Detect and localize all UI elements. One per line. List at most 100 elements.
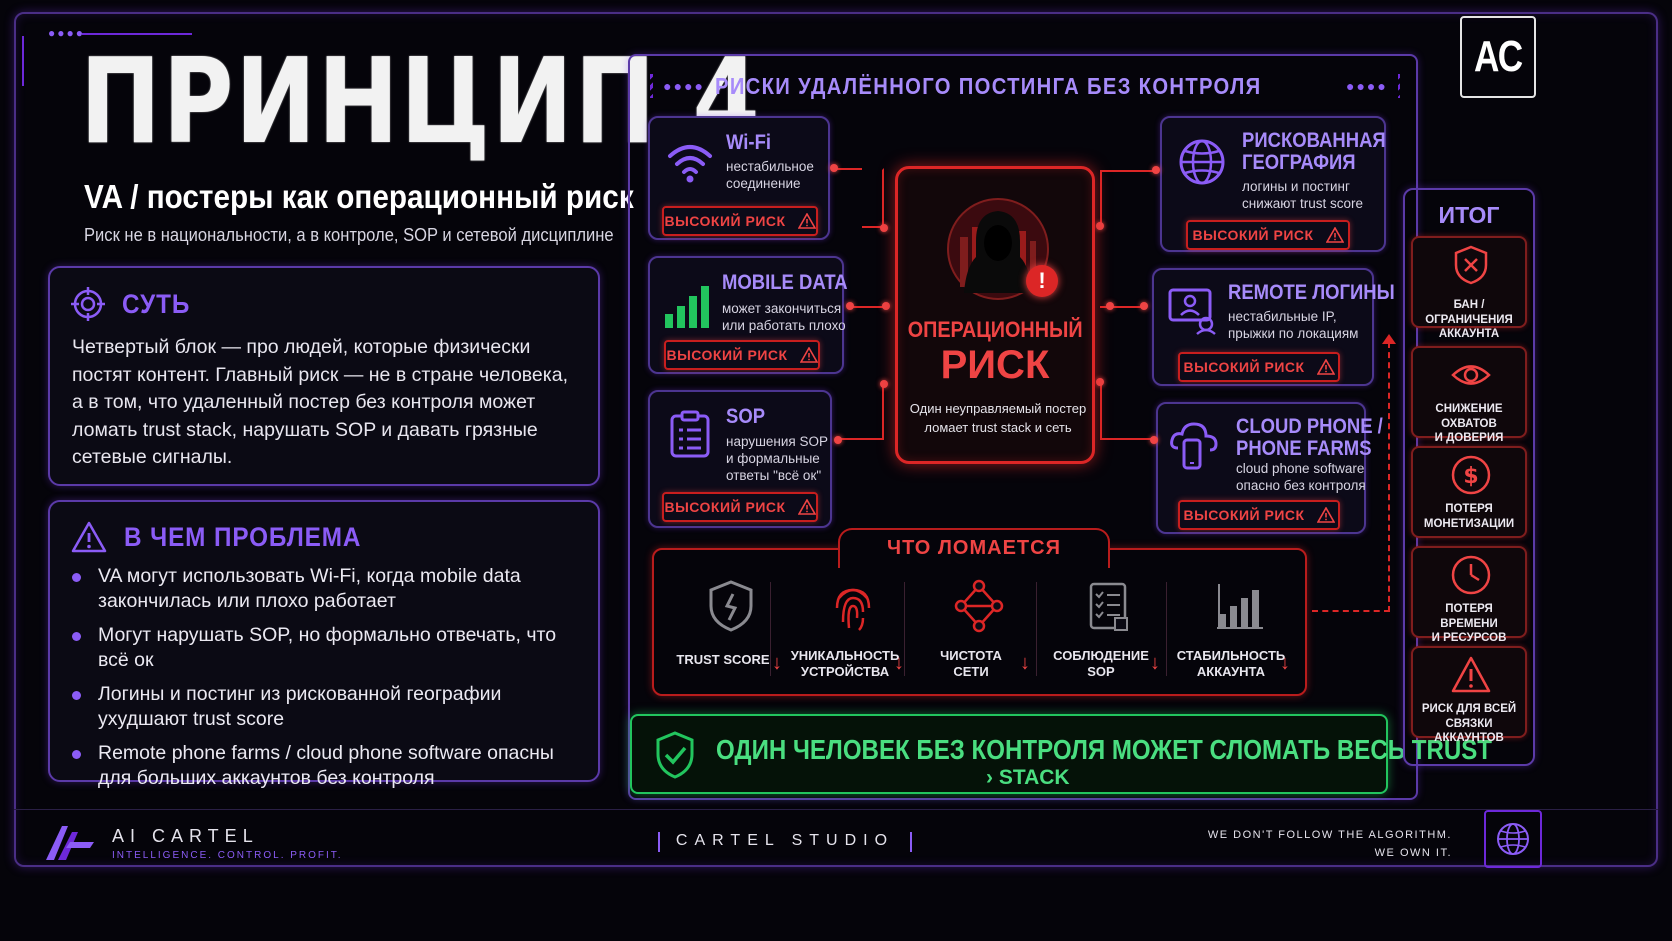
what-breaks-title: ЧТО ЛОМАЕТСЯ bbox=[887, 537, 1061, 559]
result-title: ИТОГ bbox=[1438, 202, 1500, 228]
problem-list: VA могут использовать Wi-Fi, когда mobil… bbox=[72, 564, 588, 800]
connector-dot bbox=[1152, 166, 1160, 174]
down-arrow-icon: ↓ bbox=[772, 652, 782, 674]
bar-chart-icon bbox=[1217, 584, 1263, 629]
warning-icon bbox=[1316, 359, 1335, 375]
arrow-up-icon bbox=[1382, 334, 1396, 344]
ai-cartel-logo-icon bbox=[46, 826, 94, 860]
essence-card: СУТЬ Четвертый блок — про людей, которые… bbox=[48, 266, 600, 486]
footer-accent bbox=[910, 832, 912, 852]
connector bbox=[836, 384, 884, 440]
connector-dot bbox=[830, 164, 838, 172]
connector-dot bbox=[1150, 436, 1158, 444]
down-arrow-icon: ↓ bbox=[1280, 652, 1290, 674]
hooded-figure-icon bbox=[947, 198, 1049, 300]
diagram-header: ●●●● РИСКИ УДАЛЁННОГО ПОСТИНГА БЕЗ КОНТР… bbox=[650, 70, 1400, 102]
page-subtitle: VA / постеры как операционный риск bbox=[84, 178, 634, 215]
checklist-icon bbox=[1089, 582, 1128, 631]
warning-icon bbox=[799, 347, 818, 363]
connector bbox=[1100, 382, 1156, 440]
connector-dot bbox=[1140, 302, 1148, 310]
footer-divider bbox=[14, 809, 1658, 810]
signal-bars-icon bbox=[665, 286, 709, 328]
connector bbox=[848, 306, 888, 308]
risk-badge: ВЫСОКИЙ РИСК bbox=[664, 340, 820, 370]
brand-logo: AC bbox=[1460, 16, 1536, 98]
shield-crack-icon bbox=[709, 580, 753, 632]
cloud-phone-icon bbox=[1170, 422, 1218, 470]
list-item: Могут нарушать SOP, но формально отвечат… bbox=[72, 623, 588, 672]
logo-text: AC bbox=[1474, 32, 1523, 81]
broken-label: TRUST SCORE bbox=[676, 652, 770, 667]
header-stripes bbox=[1397, 74, 1400, 98]
page-title: ПРИНЦИП 4 bbox=[80, 32, 762, 170]
diagram-title: РИСКИ УДАЛЁННОГО ПОСТИНГА БЕЗ КОНТРОЛЯ bbox=[714, 72, 1262, 99]
target-icon bbox=[71, 287, 105, 321]
risk-badge: ВЫСОКИЙ РИСК bbox=[662, 206, 818, 236]
dollar-icon: $ bbox=[1451, 455, 1491, 495]
list-item: VA могут использовать Wi-Fi, когда mobil… bbox=[72, 564, 588, 613]
operational-risk-card: ! ОПЕРАЦИОННЫЙ РИСК Один неуправляемый п… bbox=[895, 166, 1095, 464]
warning-icon bbox=[1451, 656, 1491, 693]
warning-icon bbox=[797, 499, 816, 515]
globe-icon bbox=[1179, 139, 1225, 185]
risk-title: REMOTE ЛОГИНЫ bbox=[1228, 281, 1395, 304]
risk-badge: ВЫСОКИЙ РИСК bbox=[662, 492, 818, 522]
risk-title: SOP bbox=[726, 405, 766, 428]
footer-globe-button bbox=[1484, 810, 1542, 868]
clock-icon bbox=[1451, 555, 1491, 595]
risk-badge: ВЫСОКИЙ РИСК bbox=[1178, 500, 1340, 530]
connector-dot bbox=[880, 380, 888, 388]
globe-icon bbox=[1497, 823, 1529, 855]
eye-icon bbox=[1451, 365, 1491, 385]
shield-check-icon bbox=[656, 731, 694, 779]
problem-card: В ЧЕМ ПРОБЛЕМА VA могут использовать Wi-… bbox=[48, 500, 600, 789]
list-item-text: Логины и постинг из рискованной географи… bbox=[98, 683, 502, 730]
connector-dot bbox=[1096, 378, 1104, 386]
frame-decoration bbox=[22, 36, 32, 86]
remote-user-icon bbox=[1168, 288, 1216, 335]
center-title: ОПЕРАЦИОННЫЙ bbox=[907, 317, 1083, 342]
warning-icon bbox=[1325, 227, 1344, 243]
essence-text: Четвертый блок — про людей, которые физи… bbox=[72, 336, 569, 468]
wifi-icon bbox=[668, 145, 712, 183]
list-item-text: Могут нарушать SOP, но формально отвечат… bbox=[98, 624, 557, 671]
risk-card-remote-logins: REMOTE ЛОГИНЫ нестабильные IP,прыжки по … bbox=[1152, 268, 1395, 386]
footer-slogan: WE DON'T FOLLOW THE ALGORITHM.WE OWN IT. bbox=[1207, 829, 1452, 859]
risk-desc: нестабильные IP,прыжки по локациям bbox=[1228, 309, 1359, 341]
connector bbox=[1388, 342, 1390, 612]
svg-text:$: $ bbox=[1463, 464, 1478, 489]
warning-icon bbox=[797, 213, 816, 229]
connector bbox=[1100, 170, 1156, 226]
warning-icon bbox=[71, 521, 107, 553]
what-breaks-tab bbox=[838, 528, 1110, 568]
list-item-text: VA могут использовать Wi-Fi, когда mobil… bbox=[98, 565, 521, 612]
header-stripes bbox=[650, 74, 654, 98]
footer-brand: AI CARTEL bbox=[112, 826, 259, 846]
outer-frame bbox=[14, 12, 1658, 867]
banner-text: ОДИН ЧЕЛОВЕК БЕЗ КОНТРОЛЯ МОЖЕТ СЛОМАТЬ … bbox=[716, 734, 1493, 765]
footer-accent bbox=[658, 832, 660, 852]
risk-title: CLOUD PHONE /PHONE FARMS bbox=[1236, 415, 1383, 460]
connector-dot bbox=[834, 436, 842, 444]
conclusion-banner: ОДИН ЧЕЛОВЕК БЕЗ КОНТРОЛЯ МОЖЕТ СЛОМАТЬ … bbox=[630, 714, 1492, 794]
problem-heading: В ЧЕМ ПРОБЛЕМА bbox=[124, 521, 362, 552]
risk-badge: ВЫСОКИЙ РИСК bbox=[1186, 220, 1350, 250]
divider bbox=[1166, 582, 1167, 676]
